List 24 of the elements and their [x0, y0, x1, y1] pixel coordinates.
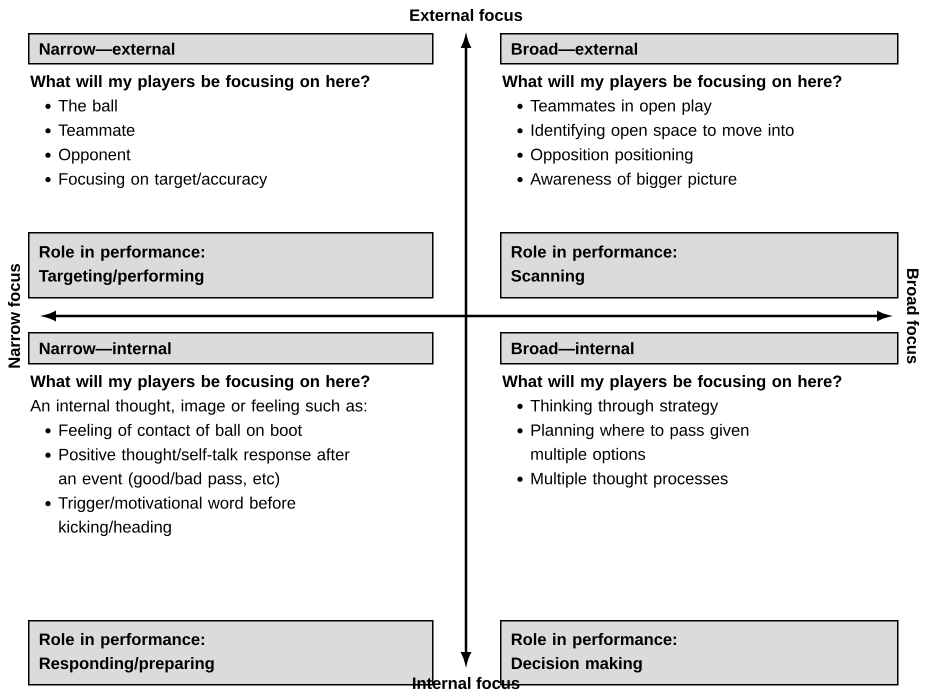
- axis-label: Narrow focus: [8, 264, 20, 368]
- bullet-item: Planning where to pass given multiple options: [517, 424, 748, 464]
- heading-box: Broad—internal: [500, 332, 898, 364]
- bullet-item: Feeling of contact of ball on boot: [45, 424, 302, 440]
- bullet-item: Opponent: [45, 148, 131, 164]
- bullet-item: Thinking through strategy: [517, 399, 718, 415]
- bullet-item: Positive thought/self-talk response after an event (good/bad pass, etc): [45, 448, 350, 488]
- axis-label: Broad focus: [906, 268, 920, 364]
- bullet-item: Multiple thought processes: [517, 472, 728, 488]
- bullet-item: Focusing on target/accuracy: [45, 172, 268, 188]
- bullet-item: Identifying open space to move into: [517, 124, 794, 140]
- bullet-item: Trigger/motivational word before kicking/heading: [45, 496, 296, 536]
- axis-label: External focus: [410, 8, 522, 22]
- heading-box: Narrow—internal: [28, 332, 434, 364]
- heading-box: Narrow—external: [28, 33, 434, 64]
- role-box: Role in performance: Scanning: [500, 232, 898, 298]
- heading-box: Broad—external: [500, 33, 898, 64]
- bullet-item: Teammates in open play: [517, 99, 712, 115]
- bullet-item: The ball: [45, 99, 117, 112]
- bullet-item: Opposition positioning: [517, 148, 692, 164]
- bullet-item: Teammate: [45, 124, 134, 136]
- role-box: Role in performance: Targeting/performing: [28, 232, 434, 298]
- bullet-item: Awareness of bigger picture: [517, 172, 736, 188]
- body-text: An internal thought, image or feeling such as:: [30, 399, 366, 415]
